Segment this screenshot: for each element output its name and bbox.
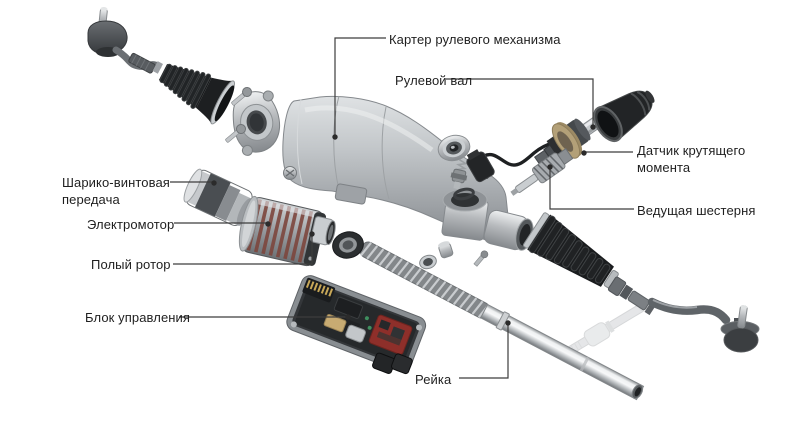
leader-dot-ball-screw (211, 180, 217, 186)
ball-screw-drive (183, 168, 253, 226)
housing-screw (283, 166, 297, 180)
flange-bolt-bottom (225, 124, 246, 143)
hollow-rotor (310, 216, 336, 246)
bellows-left (158, 63, 235, 125)
leader-line-steering-shaft (446, 78, 594, 126)
mounting-flange (232, 90, 281, 156)
leader-dot-torque-sensor (581, 150, 587, 156)
valve-with-spring (450, 159, 469, 190)
label-rotor: Полый ротор (91, 257, 171, 272)
leader-dot-motor (265, 221, 271, 227)
label-ball-screw: Шарико-винтовая передача (62, 175, 170, 207)
small-cap (438, 241, 454, 259)
label-housing: Картер рулевого механизма (389, 32, 561, 47)
cable-connector (466, 149, 495, 183)
tie-rod-left (87, 6, 163, 74)
boot-cone (593, 90, 655, 143)
leader-dot-housing (332, 134, 338, 140)
leader-line-rotor (173, 236, 313, 265)
bearing-disc (437, 134, 471, 162)
pinion-tower (441, 188, 489, 241)
label-motor: Электромотор (87, 217, 175, 232)
torque-sensor-ring (546, 118, 591, 160)
leader-dot-pinion (547, 164, 553, 170)
ecu-power-board (368, 314, 413, 355)
bearing-ring (332, 231, 364, 259)
label-steering-shaft: Рулевой вал (395, 73, 473, 88)
small-bolt (473, 250, 489, 267)
steering-gear-housing (282, 95, 534, 251)
label-torque-sensor: Датчик крутящего момента (637, 143, 746, 175)
label-rack: Рейка (415, 372, 452, 387)
ecu-connector-pins (302, 277, 336, 303)
leader-dot-rack (505, 320, 511, 326)
label-ecu: Блок управления (85, 310, 191, 325)
control-unit (286, 275, 427, 375)
leader-line-housing (334, 37, 386, 136)
rack-shaft (359, 241, 645, 401)
flange-bolt-top (231, 87, 252, 106)
o-ring (453, 187, 475, 201)
tie-rod-right (607, 276, 760, 353)
bellows-right (523, 212, 619, 289)
leader-line-rack (459, 325, 509, 379)
small-ring (419, 254, 437, 270)
label-pinion: Ведущая шестерня (637, 203, 756, 218)
leader-dot-ecu (345, 314, 351, 320)
leader-dot-rotor (309, 231, 315, 237)
leader-dot-steering-shaft (590, 124, 596, 130)
leader-line-pinion (549, 168, 634, 210)
